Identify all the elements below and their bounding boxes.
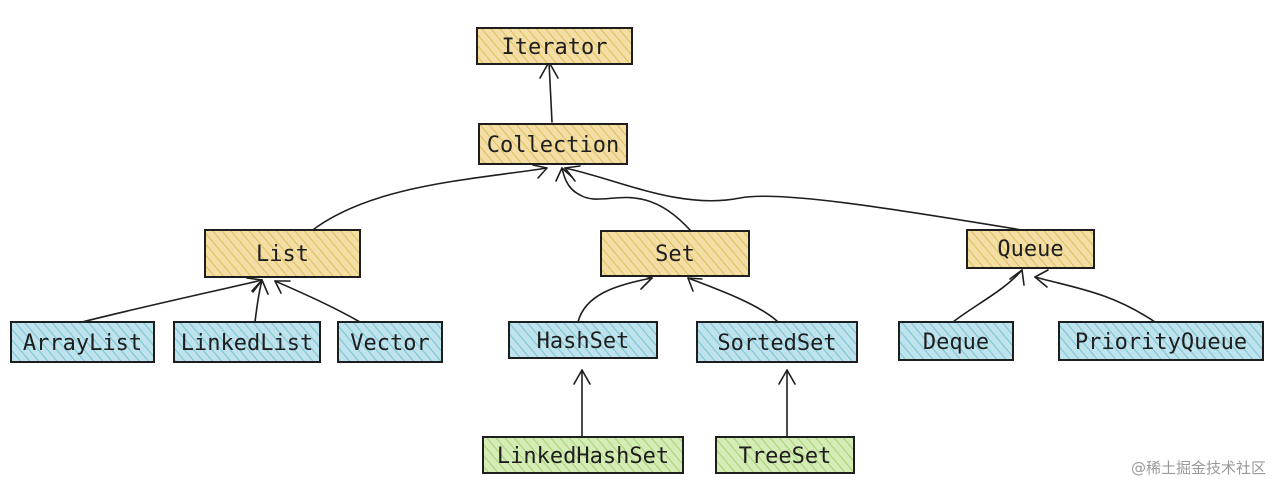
node-queue: Queue: [966, 229, 1095, 269]
node-set-label: Set: [655, 242, 695, 267]
edge-linkedhashset-to-hashset: [573, 369, 591, 438]
node-iterator: Iterator: [476, 27, 633, 65]
node-hashset-label: HashSet: [537, 329, 630, 354]
edges: [81, 61, 1156, 438]
edge-list-to-collection: [309, 164, 548, 233]
node-linkedhashset-label: LinkedHashSet: [497, 444, 669, 469]
edge-linkedlist-to-list: [252, 279, 269, 323]
node-hashset-box: [508, 321, 658, 359]
node-deque-box: [898, 321, 1014, 361]
node-treeset-box: [715, 436, 855, 474]
node-arraylist-box: [10, 321, 155, 363]
node-collection: Collection: [478, 123, 628, 165]
node-set-box: [600, 230, 750, 277]
node-iterator-label: Iterator: [502, 35, 608, 60]
node-list-label: List: [256, 242, 309, 267]
edge-collection-to-iterator: [539, 61, 559, 123]
node-vector-label: Vector: [350, 331, 429, 356]
node-linkedlist-label: LinkedList: [181, 331, 313, 356]
edge-deque-to-queue: [952, 269, 1025, 323]
node-treeset: TreeSet: [715, 436, 855, 474]
node-sortedset-label: SortedSet: [717, 331, 836, 356]
node-set: Set: [600, 230, 750, 277]
node-collection-box: [478, 123, 628, 165]
node-list: List: [204, 229, 361, 278]
edge-vector-to-list: [274, 280, 361, 323]
node-linkedhashset: LinkedHashSet: [482, 436, 684, 474]
node-sortedset: SortedSet: [696, 321, 858, 363]
node-linkedlist-box: [173, 321, 321, 363]
node-vector: Vector: [337, 321, 443, 363]
edge-treeset-to-sortedset: [778, 369, 796, 438]
node-queue-box: [966, 229, 1095, 269]
node-priorityqueue: PriorityQueue: [1058, 321, 1264, 361]
node-sortedset-box: [696, 321, 858, 363]
edge-hashset-to-set: [577, 273, 653, 323]
node-collection-label: Collection: [487, 133, 619, 158]
node-list-box: [204, 229, 361, 278]
edge-queue-to-collection: [564, 165, 1023, 231]
node-hashset: HashSet: [508, 321, 658, 359]
watermark: @稀土掘金技术社区: [1130, 459, 1266, 477]
edge-set-to-collection: [555, 167, 691, 231]
edge-sortedset-to-set: [687, 277, 779, 323]
node-priorityqueue-label: PriorityQueue: [1075, 330, 1247, 355]
node-linkedhashset-box: [482, 436, 684, 474]
node-arraylist: ArrayList: [10, 321, 155, 363]
node-deque-label: Deque: [923, 330, 989, 355]
node-treeset-label: TreeSet: [739, 444, 832, 469]
node-deque: Deque: [898, 321, 1014, 361]
node-queue-label: Queue: [997, 237, 1063, 262]
edge-arraylist-to-list: [81, 277, 263, 323]
node-vector-box: [337, 321, 443, 363]
node-arraylist-label: ArrayList: [23, 331, 142, 356]
node-priorityqueue-box: [1058, 321, 1264, 361]
edge-priorityqueue-to-queue: [1034, 269, 1156, 323]
node-linkedlist: LinkedList: [173, 321, 321, 363]
node-iterator-box: [476, 27, 633, 65]
